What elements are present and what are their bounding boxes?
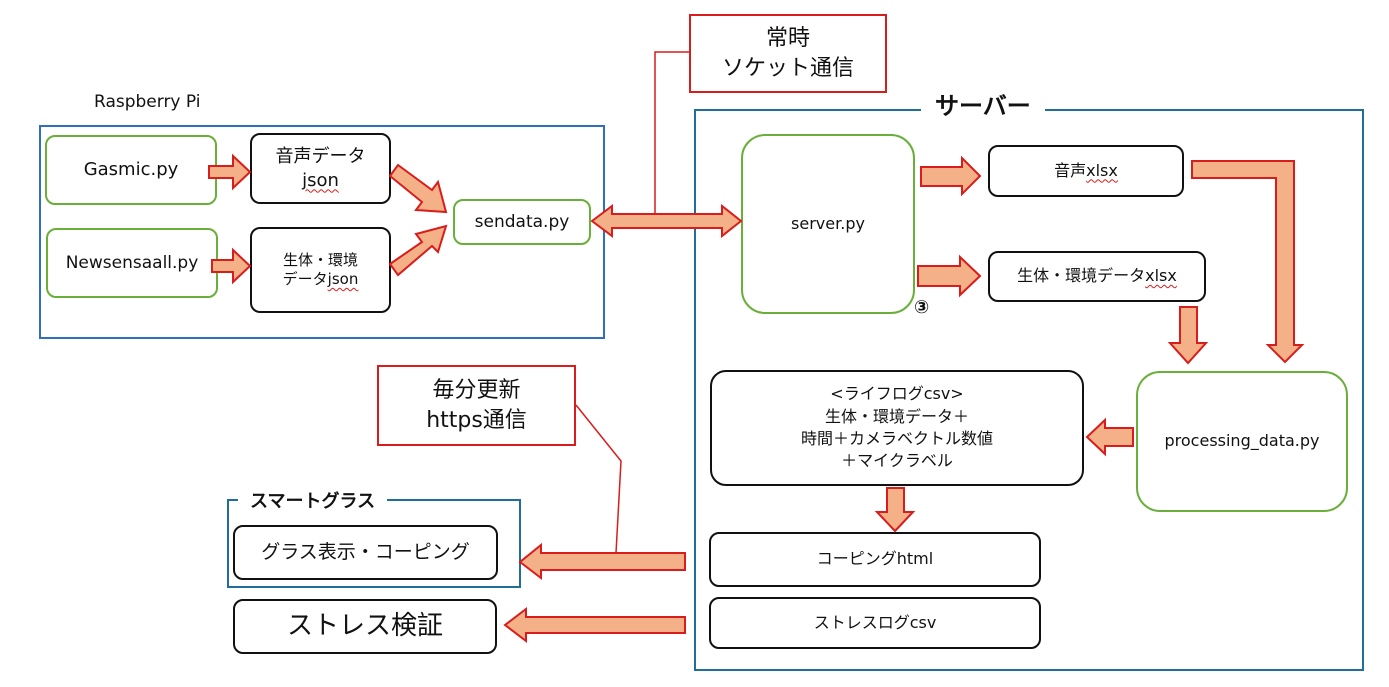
raspberry-pi-label: Raspberry Pi — [94, 92, 201, 112]
bio-json-line2-b: json — [327, 270, 359, 288]
coping-html-node: コーピングhtml — [709, 532, 1041, 587]
glasses-display-node: グラス表示・コーピング — [233, 525, 498, 580]
arrow-processing-lifelog — [1085, 417, 1134, 457]
socket-note-line2: ソケット通信 — [721, 55, 854, 81]
bio-json-node: 生体・環境 データjson — [250, 227, 391, 313]
bio-json-line2-a: データ — [282, 270, 328, 288]
lifelog-line4: ＋マイクラベル — [841, 451, 953, 471]
socket-note-connector — [654, 51, 689, 214]
arrow-bio-sendata — [388, 224, 448, 277]
arrow-lifelog-coping — [874, 487, 916, 533]
arrow-server-glasses — [518, 542, 686, 581]
bio-json-line2: データjson — [283, 270, 359, 290]
arrow-gasmic-audio — [208, 153, 252, 191]
audio-xlsx-b: xlsx — [1086, 160, 1118, 180]
bio-xlsx-b: xlsx — [1145, 266, 1177, 286]
bio-xlsx-a: 生体・環境データ — [1017, 266, 1146, 286]
lifelog-line1: <ライフログcsv> — [830, 384, 964, 404]
raspberry-pi-frame — [39, 125, 605, 339]
lifelog-line2: 生体・環境データ＋ — [824, 406, 969, 426]
arrow-server-audioxlsx — [920, 155, 982, 197]
bio-json-line1: 生体・環境 — [282, 250, 358, 269]
audio-json-line2: json — [302, 169, 339, 191]
audio-json-line1: 音声データ — [275, 146, 366, 168]
audio-json-node: 音声データ json — [250, 133, 391, 204]
lifelog-line3: 時間＋カメラベクトル数値 — [800, 429, 993, 448]
sendata-node: sendata.py — [453, 199, 591, 245]
processing-data-node: processing_data.py — [1136, 371, 1348, 512]
arrow-bioxlsx-processing — [1167, 306, 1209, 365]
arrow-audioxlsx-processing — [1191, 160, 1305, 364]
arrow-sendata-server — [590, 203, 743, 239]
lifelog-node: <ライフログcsv> 生体・環境データ＋ 時間＋カメラベクトル数値 ＋マイクラベ… — [710, 370, 1084, 486]
server-py-node: server.py — [741, 134, 915, 314]
stress-verify-node: ストレス検証 — [233, 599, 497, 654]
arrow-server-stress — [503, 606, 686, 644]
https-note-line2: https通信 — [426, 407, 527, 433]
arrow-newsens-bio — [211, 247, 252, 285]
https-note-line1: 毎分更新 — [432, 377, 521, 403]
smart-glasses-title: スマートグラス — [238, 487, 388, 513]
https-note-connector — [575, 404, 622, 554]
server-title: サーバー — [921, 86, 1045, 121]
https-note: 毎分更新 https通信 — [377, 365, 576, 446]
arrow-audio-sendata — [388, 163, 448, 214]
gasmic-node: Gasmic.py — [45, 135, 217, 205]
stress-csv-node: ストレスログcsv — [709, 597, 1041, 649]
circled-three-marker: ③ — [914, 297, 930, 318]
socket-note-line1: 常時 — [765, 25, 810, 51]
audio-xlsx-a: 音声 — [1054, 160, 1087, 180]
arrow-server-bioxlsx — [917, 254, 982, 298]
socket-note: 常時 ソケット通信 — [689, 14, 887, 93]
